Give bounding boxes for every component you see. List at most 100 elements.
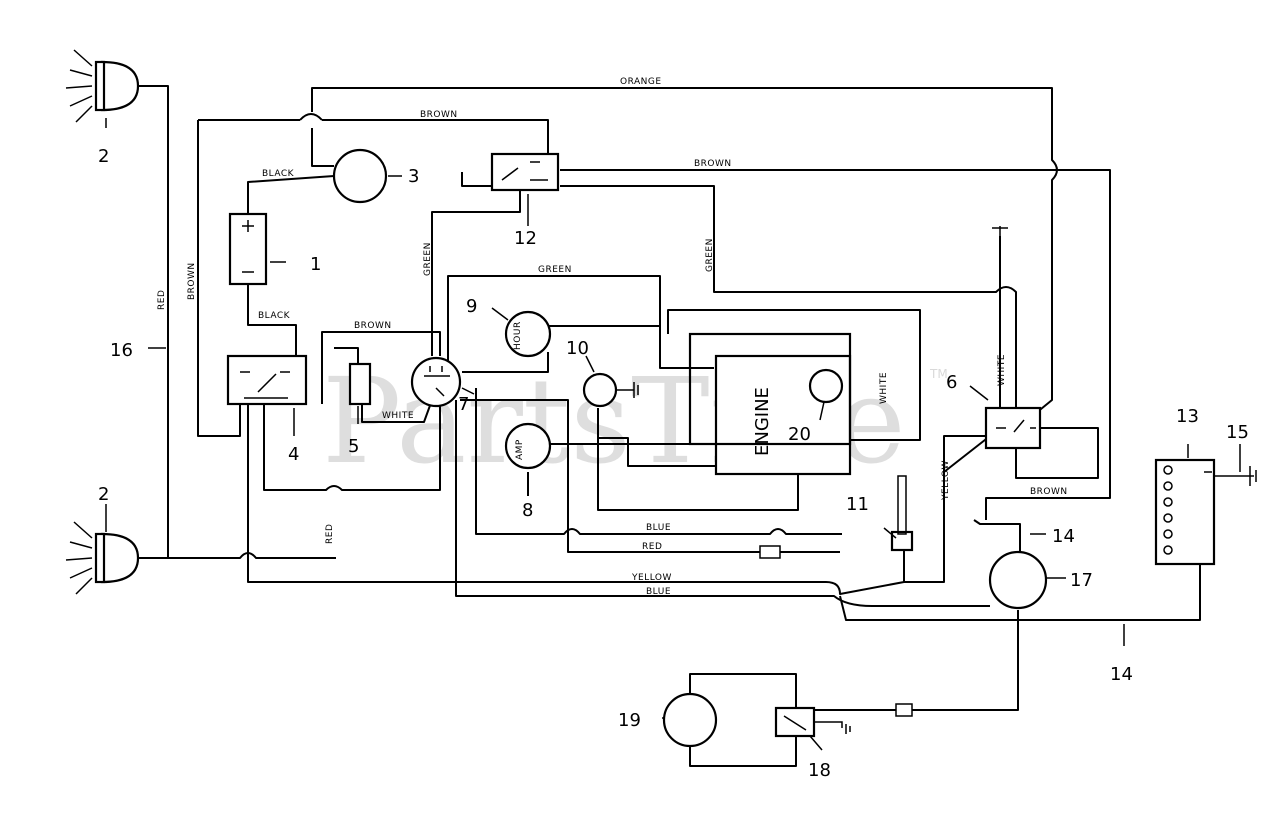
callout-13: 13 <box>1176 406 1199 427</box>
wire-brown-top <box>198 119 549 155</box>
wire-black-top <box>247 175 335 214</box>
label-green-mid: GREEN <box>538 265 572 275</box>
callout-7: 7 <box>458 394 469 415</box>
label-blue-mid: BLUE <box>646 523 671 533</box>
wire-green-mid <box>447 275 714 369</box>
label-yellow-lower: YELLOW <box>631 573 672 583</box>
label-red-vertical: RED <box>325 524 335 544</box>
engine-inner <box>688 332 852 446</box>
label-white-top-right: WHITE <box>997 354 1007 386</box>
headlight-top <box>65 49 140 123</box>
label-white-mid: WHITE <box>382 411 414 421</box>
wire-black-mid <box>247 284 297 356</box>
wire-green-left <box>431 190 521 356</box>
wire-orange <box>311 87 1058 419</box>
switch-5 <box>348 362 372 406</box>
battery-cells <box>1163 465 1173 555</box>
wiring-harness <box>130 85 1201 767</box>
battery-13 <box>1154 458 1216 566</box>
wire-labels: ORANGE BROWN BROWN BLACK BLACK BROWN RED… <box>157 77 1067 597</box>
fuse-holder-3 <box>332 148 388 204</box>
callouts: 1 2 2 3 4 5 6 7 8 9 10 11 12 13 14 14 15… <box>98 118 1249 781</box>
wire-green-right <box>560 185 1017 412</box>
wire-red-lower <box>460 399 840 553</box>
engine-label: ENGINE <box>752 387 773 456</box>
wire-stub-12 <box>461 172 494 187</box>
callout-5: 5 <box>348 436 359 457</box>
wire-blue-mid <box>475 388 842 535</box>
relay-18 <box>774 706 816 738</box>
callout-9: 9 <box>466 296 477 317</box>
wire-starter <box>814 610 1019 711</box>
watermark-trademark: TM <box>929 367 948 381</box>
wire-battery-feed <box>839 546 1201 621</box>
callout-17: 17 <box>1070 570 1093 591</box>
wire-red-key <box>263 388 441 491</box>
callout-3: 3 <box>408 166 419 187</box>
wire-relay6 <box>1015 427 1099 479</box>
label-brown-mid: BROWN <box>354 321 392 331</box>
hour-meter-9 <box>504 310 552 358</box>
ammeter-label: AMP <box>515 439 525 460</box>
wire-seat <box>689 673 797 767</box>
wire-red-main <box>130 85 169 559</box>
wire-light10b <box>597 408 716 467</box>
label-black-mid: BLACK <box>258 311 291 321</box>
callout-12: 12 <box>514 228 537 249</box>
key-switch-7 <box>410 356 462 408</box>
label-black-top: BLACK <box>262 169 295 179</box>
label-yellow-right: YELLOW <box>941 460 951 501</box>
solenoid-17 <box>988 550 1048 610</box>
callout-8: 8 <box>522 500 533 521</box>
label-white-right: WHITE <box>879 372 889 404</box>
callout-14-lower: 14 <box>1110 664 1133 685</box>
wire-brown-mid <box>321 331 441 404</box>
callout-15: 15 <box>1226 422 1249 443</box>
callout-14-upper: 14 <box>1052 526 1075 547</box>
callout-1: 1 <box>310 254 321 275</box>
callout-4: 4 <box>288 444 299 465</box>
ammeter-8 <box>504 422 552 470</box>
label-red-left: RED <box>157 290 167 310</box>
wire-light10 <box>597 408 799 511</box>
callout-18: 18 <box>808 760 831 781</box>
lamp-10 <box>582 372 618 408</box>
wire-yellow-lower <box>247 404 905 595</box>
component-20 <box>808 368 844 404</box>
headlight-bottom <box>65 521 140 595</box>
callout-2-top: 2 <box>98 146 109 167</box>
callout-2-bottom: 2 <box>98 484 109 505</box>
hour-meter-label: HOUR <box>513 321 523 350</box>
label-green-left: GREEN <box>423 242 433 276</box>
label-red-lower: RED <box>642 542 662 552</box>
switch-12 <box>490 152 560 192</box>
wire-white-mid <box>361 399 433 423</box>
wire-red-left <box>168 552 336 559</box>
label-brown-top: BROWN <box>420 110 458 120</box>
callout-16: 16 <box>110 340 133 361</box>
sensor-11 <box>890 530 914 552</box>
wire-to-switch5 <box>334 347 359 364</box>
callout-6: 6 <box>946 372 957 393</box>
wire-brown-left <box>197 120 241 437</box>
callout-11: 11 <box>846 494 869 515</box>
wire-brown-jump <box>299 113 323 121</box>
label-brown-left: BROWN <box>187 262 197 300</box>
wire-blue-lower <box>455 400 990 607</box>
wire-engine-loop <box>667 309 921 441</box>
wire-orange-drop <box>311 128 334 167</box>
wire-yellow-right <box>904 435 988 583</box>
motor-19 <box>662 692 718 748</box>
label-green-right: GREEN <box>705 238 715 272</box>
callout-10: 10 <box>566 338 589 359</box>
wire-hour <box>462 325 660 373</box>
callout-19: 19 <box>618 710 641 731</box>
label-brown-right: BROWN <box>694 159 732 169</box>
callout-leaders <box>105 118 1241 751</box>
callout-20: 20 <box>788 424 811 445</box>
wire-brown-right <box>560 169 1111 520</box>
switch-4 <box>226 354 308 406</box>
wire-solenoid <box>943 435 1021 556</box>
label-blue-lower: BLUE <box>646 587 671 597</box>
